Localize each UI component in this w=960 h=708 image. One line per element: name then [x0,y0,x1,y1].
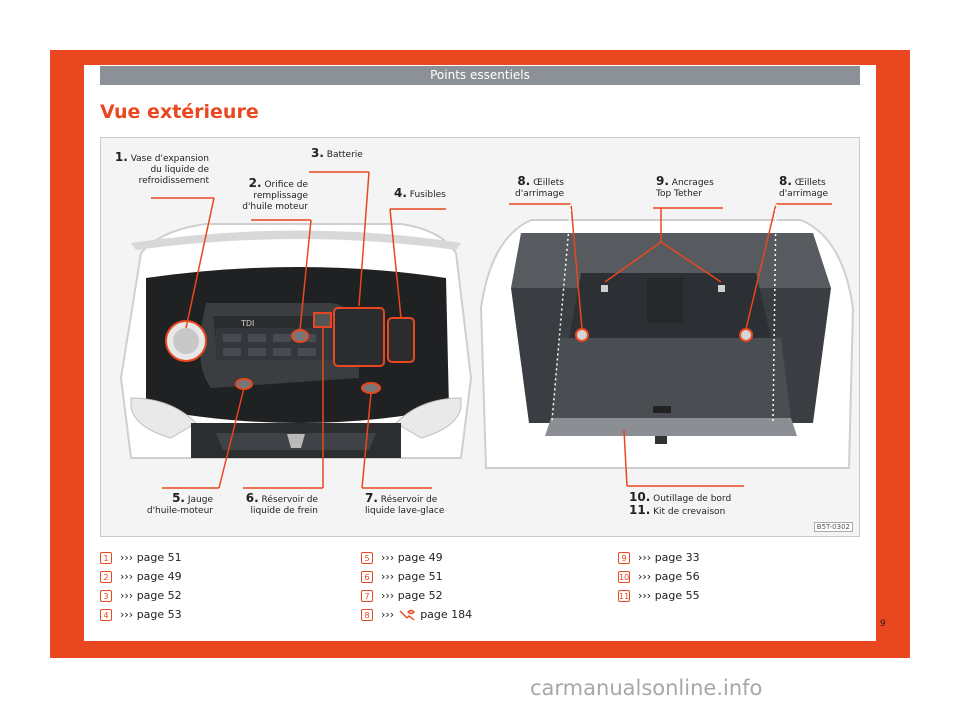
wrench-icon [398,609,416,621]
section-title: Points essentiels [430,68,530,82]
hidden-leader-lines [551,203,777,422]
reference-number-badge: 10 [618,570,630,583]
watermark: carmanualsonline.info [530,676,763,700]
reference-number-badge: 1 [100,551,112,564]
vehicle-figure: TDI [100,137,860,537]
reference-item[interactable]: 9 ››› page 33 [618,548,700,567]
reference-number-badge: 7 [361,589,373,602]
reference-item[interactable]: 1 ››› page 51 [100,548,182,567]
page-reference[interactable]: ››› page 51 [120,551,182,564]
reference-column-3: 9 ››› page 33 10 ››› page 56 11 ››› page 55 [618,548,700,605]
label-coolant-tank: 1. Vase d'expansion du liquide de refroi… [114,150,209,186]
trunk-car-illustration [479,219,855,469]
reference-item[interactable]: 6 ››› page 51 [361,567,472,586]
label-oil-filler: 2. Orifice de remplissage d'huile moteur [242,176,308,212]
label-washer-fluid: 7. Réservoir de liquide lave-glace [365,491,445,516]
reference-item[interactable]: 10 ››› page 56 [618,567,700,586]
engine-bay-car-illustration: TDI [119,223,473,459]
label-oil-dipstick: 5. Jauge d'huile-moteur [146,491,213,516]
reference-number-badge: 2 [100,570,112,583]
page-reference[interactable]: ››› page 49 [381,551,443,564]
reference-item[interactable]: 4 ››› page 53 [100,605,182,624]
page-reference-prefix[interactable]: ››› [381,608,395,621]
figure-illustration: TDI [119,171,855,489]
reference-column-2: 5 ››› page 49 6 ››› page 51 7 ››› page 52 8… [361,548,472,624]
page-reference[interactable]: ››› page 55 [638,589,700,602]
label-top-tether: 9. Ancrages Top Tether [656,174,714,199]
page-reference[interactable]: ››› page 49 [120,570,182,583]
page-reference[interactable]: ››› page 33 [638,551,700,564]
page-reference[interactable]: ››› page 52 [120,589,182,602]
page-title: Vue extérieure [100,101,259,123]
reference-number-badge: 11 [618,589,630,602]
page-reference[interactable]: ››› page 52 [381,589,443,602]
reference-item[interactable]: 3 ››› page 52 [100,586,182,605]
reference-item[interactable]: 5 ››› page 49 [361,548,472,567]
reference-number-badge: 3 [100,589,112,602]
reference-item[interactable]: 7 ››› page 52 [361,586,472,605]
label-lashing-eyes-right: 8. Œillets d'arrimage [779,174,828,199]
reference-column-1: 1 ››› page 51 2 ››› page 49 3 ››› page 52 4… [100,548,182,624]
leader-lines [151,171,832,489]
page-number: 9 [880,619,886,629]
reference-item[interactable]: 11 ››› page 55 [618,586,700,605]
figure-code: B5T-0302 [813,522,853,532]
reference-number-badge: 9 [618,551,630,564]
reference-item[interactable]: 8 ››› page 184 [361,605,472,624]
label-battery: 3. Batterie [311,146,363,160]
reference-item[interactable]: 2 ››› page 49 [100,567,182,586]
svg-text:TDI: TDI [240,319,254,328]
page-reference[interactable]: page 184 [420,608,473,621]
reference-number-badge: 6 [361,570,373,583]
reference-number-badge: 5 [361,551,373,564]
label-fuses: 4. Fusibles [394,186,446,200]
label-tool-kit: 10. Outillage de bord 11. Kit de crevais… [629,490,732,517]
page-reference[interactable]: ››› page 51 [381,570,443,583]
reference-number-badge: 8 [361,608,373,621]
label-lashing-eyes-left: 8. Œillets d'arrimage [515,174,564,199]
reference-number-badge: 4 [100,608,112,621]
label-brake-fluid: 6. Réservoir de liquide de frein [245,491,318,516]
page-reference[interactable]: ››› page 53 [120,608,182,621]
section-header: Points essentiels [100,66,860,85]
page-reference[interactable]: ››› page 56 [638,570,700,583]
